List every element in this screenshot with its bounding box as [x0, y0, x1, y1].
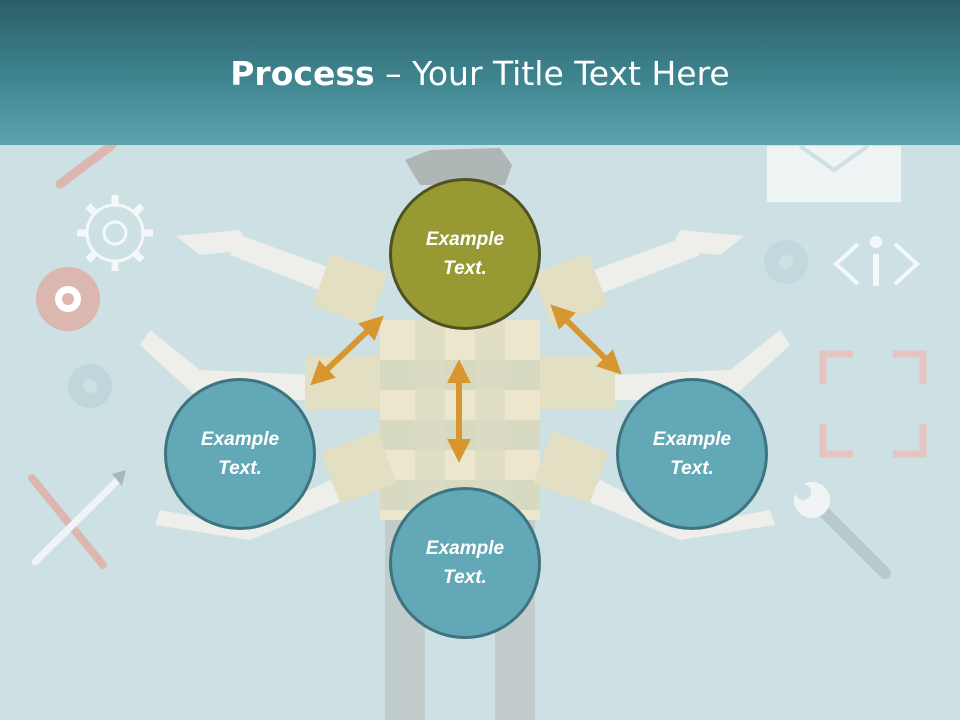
node-top-text: Example Text. — [425, 229, 505, 279]
small-gear-icon — [68, 364, 112, 408]
title-bold: Process — [230, 54, 375, 93]
node-right-text: Example Text. — [652, 429, 732, 479]
pencil-icon — [55, 140, 117, 189]
gear-outline-icon — [77, 195, 153, 271]
node-bottom: Example Text. — [389, 487, 541, 639]
title-bar: Process – Your Title Text Here — [0, 0, 960, 145]
brush-pen-icon — [28, 470, 126, 569]
node-right: Example Text. — [616, 378, 768, 530]
title-rest: Your Title Text Here — [412, 54, 730, 93]
node-top: Example Text. — [389, 178, 541, 330]
frame-corners-icon — [819, 350, 927, 458]
title-dash: – — [374, 54, 413, 93]
arrow-top-left — [310, 315, 384, 386]
node-bottom-text: Example Text. — [425, 538, 505, 588]
node-left: Example Text. — [164, 378, 316, 530]
settings-gear-icon — [764, 240, 808, 284]
slide-title: Process – Your Title Text Here — [0, 54, 960, 93]
code-tag-icon — [833, 236, 920, 286]
node-left-text: Example Text. — [200, 429, 280, 479]
arrow-top-right — [550, 304, 622, 375]
envelope-icon — [767, 144, 901, 202]
wrench-icon — [794, 482, 891, 579]
gear-icon — [36, 267, 100, 331]
